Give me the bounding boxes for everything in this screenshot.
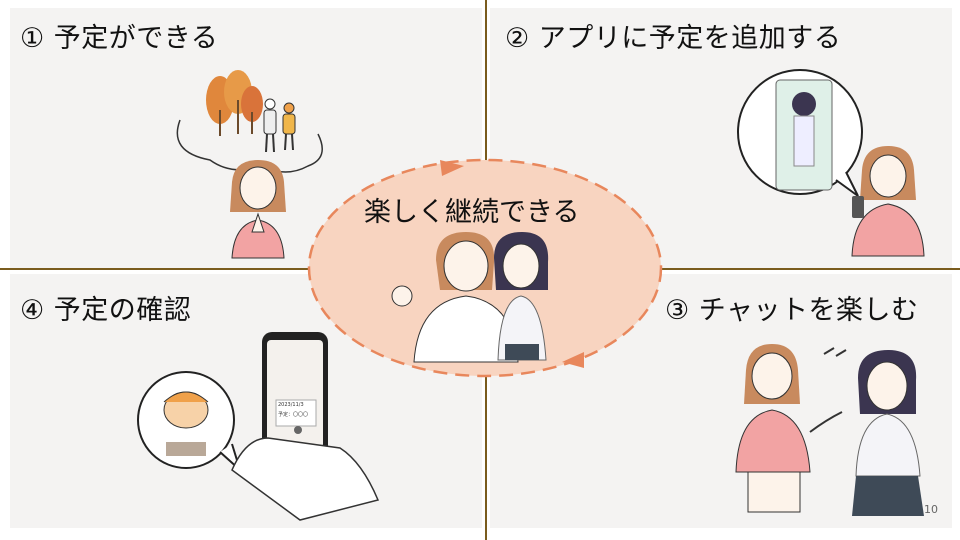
phone-screen-memo: 予定：〇〇〇 [278, 412, 309, 418]
panel-1-title: ① 予定ができる [20, 23, 219, 54]
horizontal-divider [0, 268, 960, 270]
panel-4-title: ④ 予定の確認 [20, 295, 192, 326]
phone-screen-date: 2023/11/3 [278, 402, 304, 408]
page-number: 10 [924, 503, 938, 516]
vertical-divider [485, 0, 487, 540]
center-title: 楽しく継続できる [364, 197, 580, 228]
panel-3-title: ③ チャットを楽しむ [665, 295, 919, 326]
panel-2-title: ② アプリに予定を追加する [505, 23, 842, 54]
